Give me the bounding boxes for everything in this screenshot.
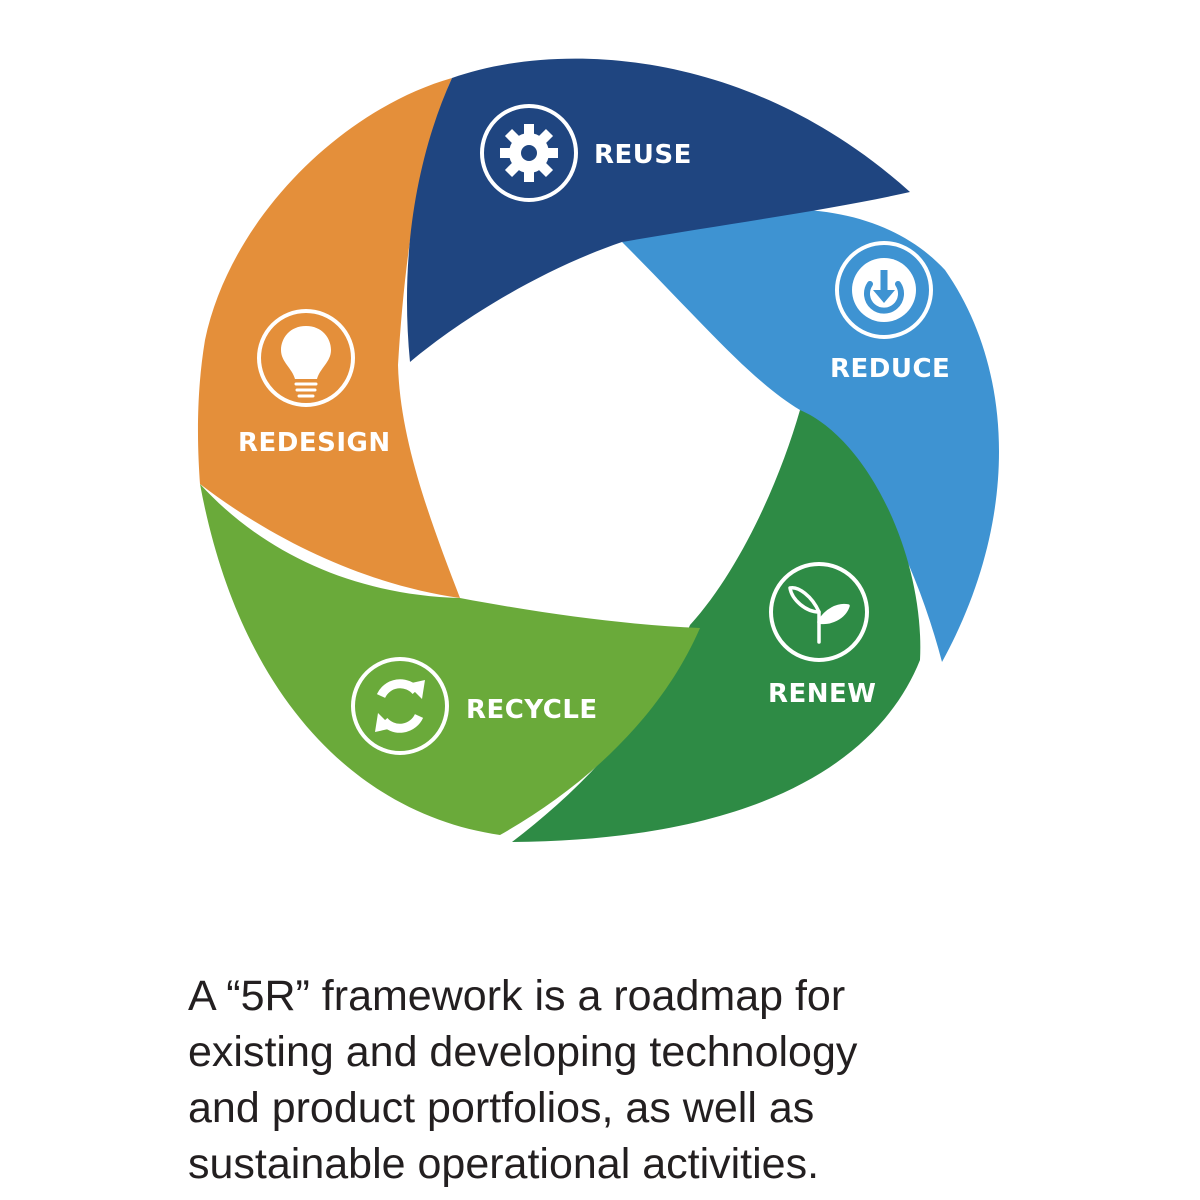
segment-reduce xyxy=(622,209,1000,663)
caption-line-2: existing and developing technology xyxy=(188,1028,858,1076)
segment-redesign xyxy=(197,78,460,598)
caption-line-3: and product portfolios, as well as xyxy=(188,1084,815,1132)
sprout-icon xyxy=(788,586,850,644)
renew-icon-badge xyxy=(769,562,869,662)
segment-recycle xyxy=(200,484,700,835)
label-reduce: REDUCE xyxy=(830,354,950,384)
reuse-icon-badge xyxy=(480,104,578,202)
caption-line-4: sustainable operational activities. xyxy=(188,1140,820,1188)
down-arrow-icon xyxy=(852,258,916,322)
label-renew: RENEW xyxy=(768,679,876,709)
redesign-icon-badge xyxy=(257,309,355,407)
label-redesign: REDESIGN xyxy=(238,428,391,458)
recycle-arrows-icon xyxy=(375,679,425,733)
label-reuse: REUSE xyxy=(594,140,692,170)
caption-text: A “5R” framework is a roadmap for existi… xyxy=(188,968,1088,1192)
gear-icon xyxy=(500,124,558,182)
reduce-icon-badge xyxy=(835,241,933,339)
caption-line-1: A “5R” framework is a roadmap for xyxy=(188,972,846,1020)
5r-cycle-diagram: REUSE REDUCE RENEW RECYCLE xyxy=(197,58,1000,842)
label-recycle: RECYCLE xyxy=(466,695,598,725)
recycle-icon-badge xyxy=(351,657,449,755)
lightbulb-icon xyxy=(281,326,331,398)
segment-renew xyxy=(512,410,921,842)
